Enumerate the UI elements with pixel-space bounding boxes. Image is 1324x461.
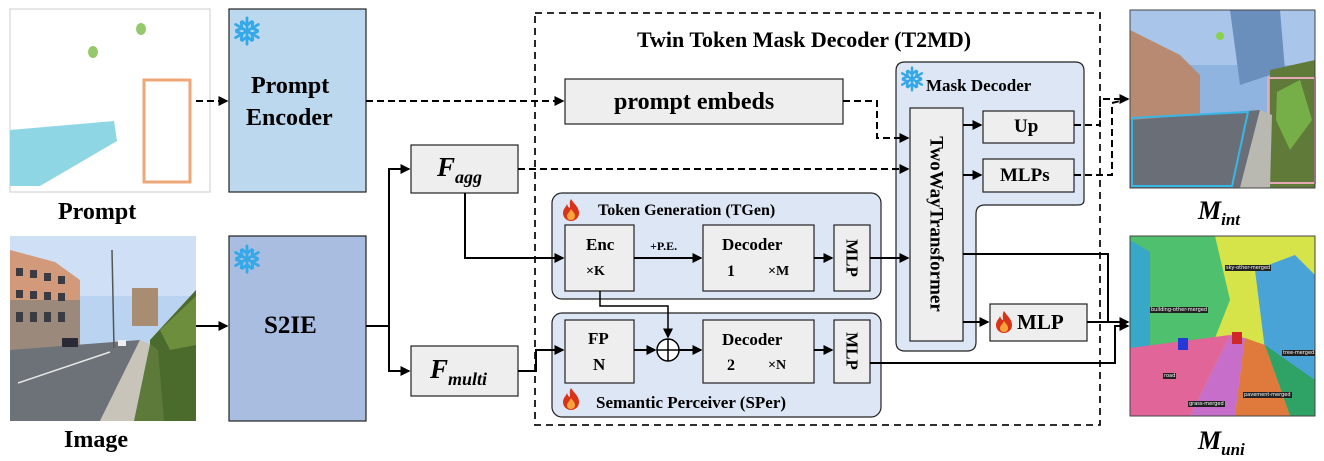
f-agg-base: F (437, 152, 456, 182)
decoder1-repeat: ×M (768, 264, 790, 279)
t2md-frame (534, 12, 1101, 426)
up-block (982, 110, 1075, 144)
prompt-image (9, 8, 211, 193)
seg-label-sky: sky-other-merged (1225, 265, 1272, 271)
t2md-title: Twin Token Mask Decoder (T2MD) (637, 27, 972, 52)
sper-mlp-block (833, 319, 871, 384)
seg-label-tree: tree-merged (1282, 350, 1316, 356)
m-uni-image (1129, 235, 1316, 417)
prompt-encoder-block (228, 8, 367, 193)
enc-block (564, 224, 635, 292)
m-int-label: Mint (1198, 196, 1241, 229)
enc-label: Enc (586, 235, 615, 254)
decoder2-index: 2 (727, 357, 735, 374)
f-agg-label: Fagg (437, 152, 483, 187)
prompt-encoder-label: Prompt (251, 73, 330, 99)
decoder1-label: Decoder (722, 235, 783, 254)
mlps-block (982, 158, 1075, 193)
input-image (10, 236, 196, 421)
decoder1-index: 1 (727, 263, 735, 280)
sper-title: Semantic Perceiver (SPer) (596, 393, 787, 412)
mask-decoder-title: Mask Decoder (926, 76, 1032, 95)
seg-label-grass: grass-merged (1188, 401, 1225, 407)
twoway-transformer-label: TwoWayTransformer (925, 136, 947, 312)
up-label: Up (1014, 116, 1039, 137)
prompt-encoder-label-2: Encoder (246, 105, 333, 131)
seg-label-pavement: pavement-merged (1243, 392, 1292, 398)
f-multi-label: Fmulti (430, 354, 488, 389)
enc-k-label: ×K (586, 264, 605, 279)
s2ie-label: S2IE (264, 312, 317, 339)
decoder2-label: Decoder (722, 330, 783, 349)
decoder2-block (702, 319, 815, 384)
m-int-sub: int (1221, 210, 1241, 229)
prompt-caption: Prompt (58, 199, 137, 225)
m-int-image (1129, 9, 1316, 189)
fpn-label-1: FP (588, 329, 609, 348)
f-multi-block (410, 345, 519, 397)
connections (196, 94, 1130, 376)
sper-mlp-label: MLP (842, 332, 862, 370)
m-int-base: M (1198, 196, 1222, 225)
prompt-embeds-label: prompt embeds (614, 89, 775, 115)
f-multi-base: F (430, 354, 449, 384)
tgen-title: Token Generation (TGen) (598, 202, 776, 219)
tgen-mlp-label: MLP (842, 239, 862, 277)
m-uni-base: M (1198, 426, 1222, 455)
add-operator-icon (656, 338, 680, 362)
f-multi-sub: multi (448, 369, 488, 389)
seg-label-building: building-other-merged (1150, 307, 1209, 313)
f-agg-block (410, 144, 519, 194)
prompt-embeds-block (564, 78, 844, 125)
fpn-block (564, 319, 635, 384)
tgen-mlp-block (833, 224, 871, 292)
image-caption: Image (64, 427, 128, 453)
pe-label: +P.E. (650, 239, 678, 253)
m-uni-label: Muni (1198, 426, 1245, 459)
twoway-transformer-block (909, 107, 964, 342)
m-uni-sub: uni (1221, 440, 1245, 459)
seg-label-road: road (1163, 373, 1177, 379)
mask-mlp-label: MLP (1017, 310, 1064, 334)
fpn-label-2: N (593, 355, 606, 374)
mlps-label: MLPs (1000, 165, 1050, 186)
decoder2-repeat: ×N (768, 358, 787, 373)
f-agg-sub: agg (455, 167, 483, 187)
